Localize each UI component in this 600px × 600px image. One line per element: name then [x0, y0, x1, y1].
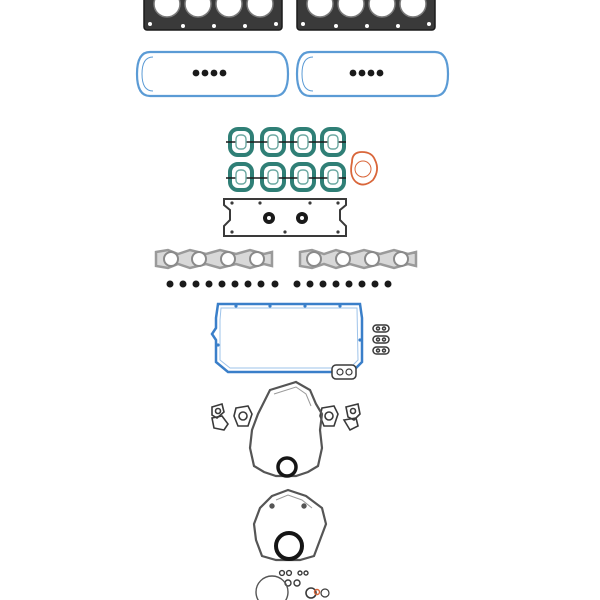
head-gasket-right: [296, 0, 436, 31]
valve-stem-seals: [166, 280, 392, 288]
water-pump-gasket-left-2: [233, 405, 253, 427]
water-pump-gasket-right-2: [342, 403, 361, 432]
small-orings: [255, 569, 330, 600]
water-pump-gasket-right: [319, 405, 339, 427]
throttle-body-gasket: [350, 151, 378, 186]
rear-main-seal: [274, 531, 304, 561]
valve-cover-gasket-left: [135, 50, 290, 98]
front-crank-seal: [276, 456, 298, 478]
head-gasket-left: [143, 0, 283, 31]
valve-cover-gasket-right: [295, 50, 450, 98]
exhaust-manifold-gasket-right: [298, 248, 418, 270]
water-pump-gasket-left: [211, 402, 229, 431]
exhaust-manifold-gasket-left: [154, 248, 274, 270]
oil-pan-gasket: [210, 302, 364, 380]
rear-seal-housing-gasket: [252, 488, 328, 562]
oil-filter-adapter-gaskets: [372, 324, 390, 355]
intake-manifold-gaskets: [226, 127, 346, 192]
valley-cover-gasket: [223, 198, 347, 237]
timing-cover-gasket: [248, 380, 324, 478]
